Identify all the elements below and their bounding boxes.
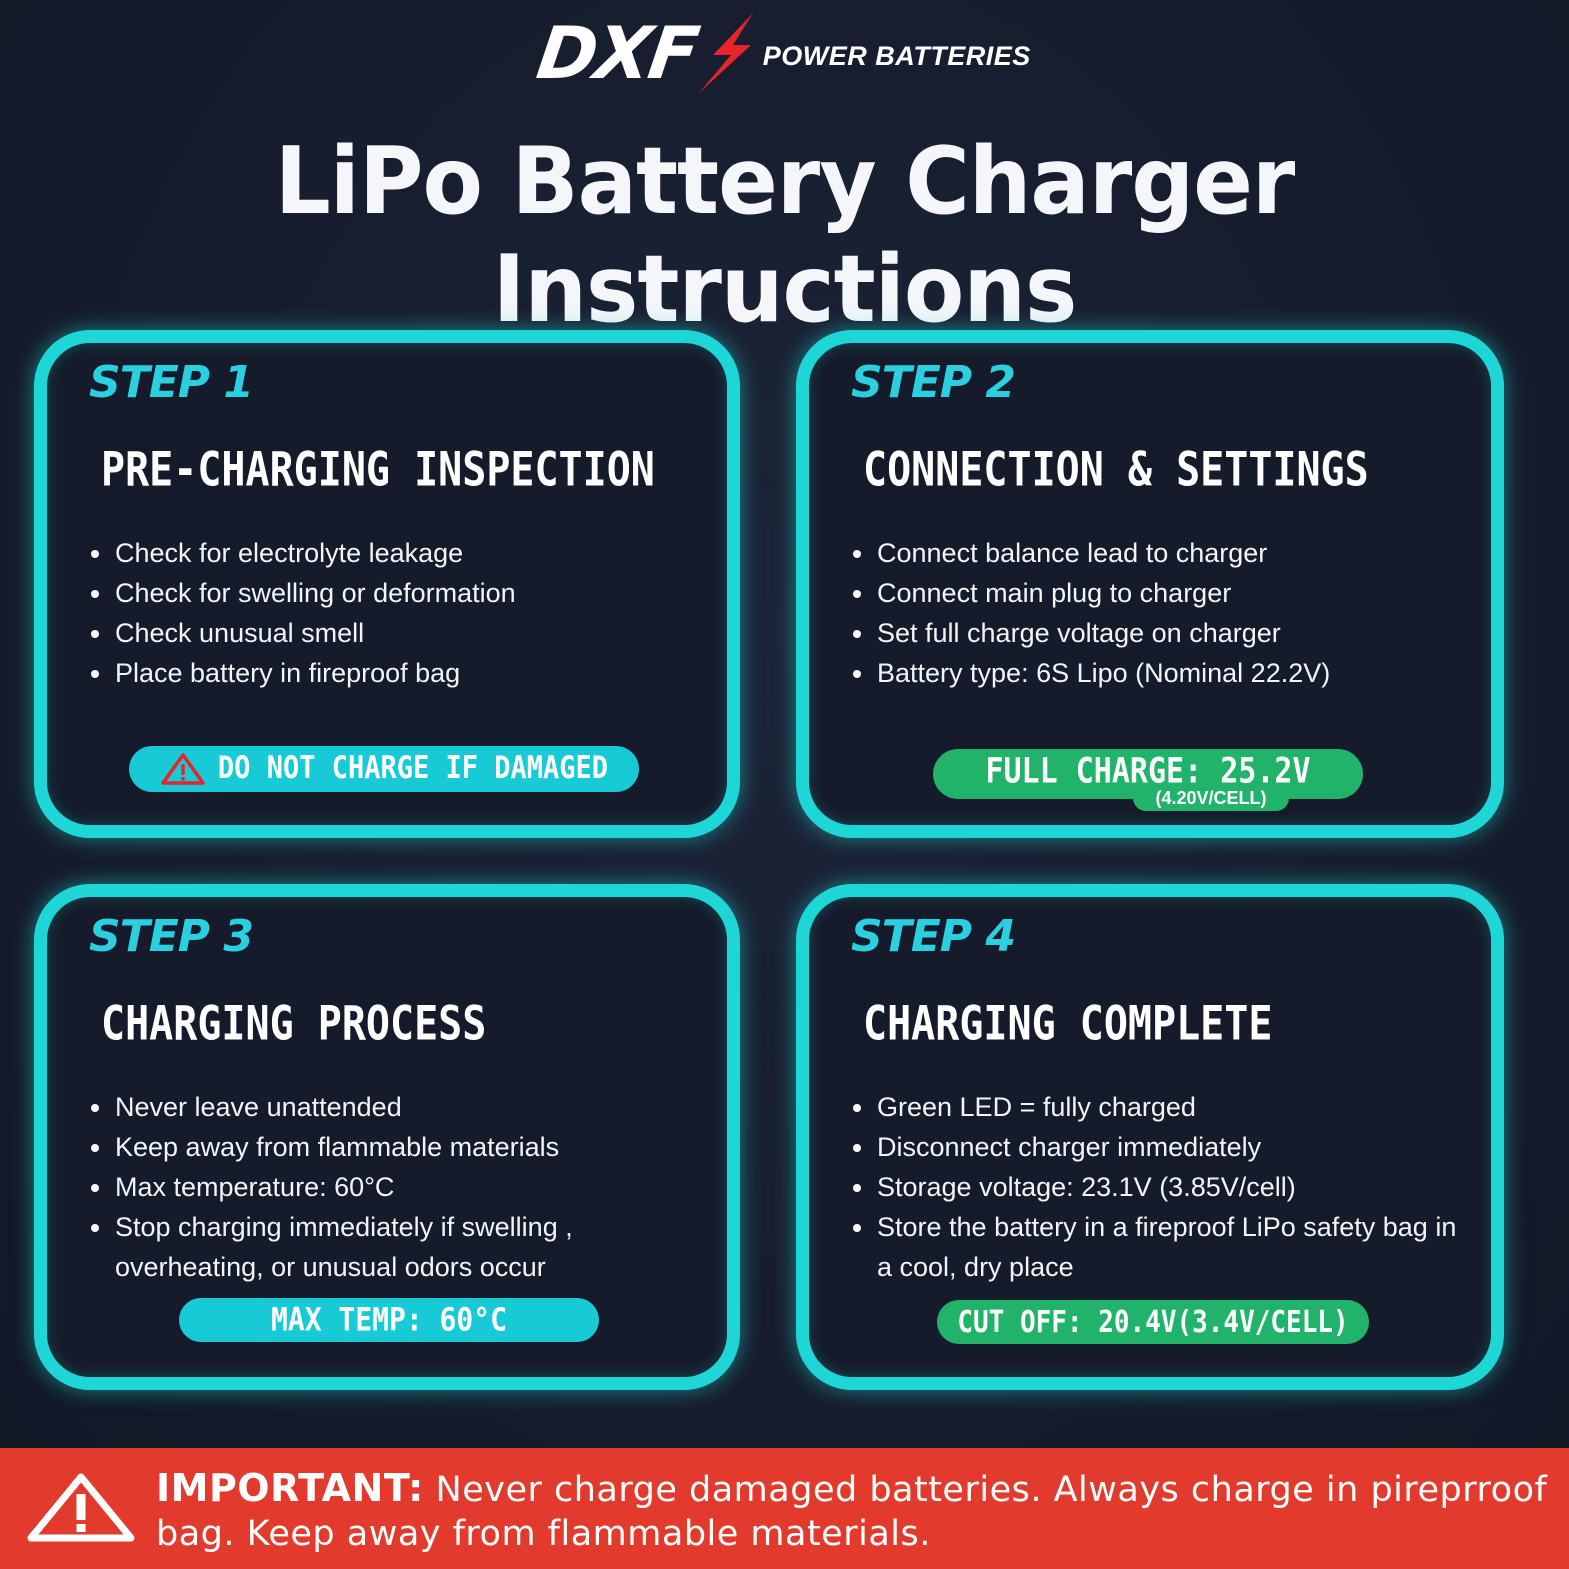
brand-logo: DXF POWER BATTERIES: [0, 8, 1569, 98]
list-item: Connect balance lead to charger: [851, 533, 1330, 573]
list-item: Battery type: 6S Lipo (Nominal 22.2V): [851, 653, 1330, 693]
logo-wordmark: DXF: [532, 11, 703, 95]
full-charge-badge: FULL CHARGE: 25.2V (4.20V/CELL): [933, 749, 1363, 811]
list-item: Check unusual smell: [89, 613, 516, 653]
bullet-list: Never leave unattended Keep away from fl…: [89, 1087, 689, 1287]
list-item: Max temperature: 60°C: [89, 1167, 689, 1207]
step-card-2: STEP 2 CONNECTION & SETTINGS Connect bal…: [796, 330, 1504, 838]
damage-warning-badge: DO NOT CHARGE IF DAMAGED: [129, 746, 639, 792]
list-item: Store the battery in a fireproof LiPo sa…: [851, 1207, 1471, 1287]
list-item: Keep away from flammable materials: [89, 1127, 689, 1167]
banner-label: IMPORTANT:: [156, 1466, 424, 1510]
list-item: Place battery in fireproof bag: [89, 653, 516, 693]
list-item: Never leave unattended: [89, 1087, 689, 1127]
step-heading: CHARGING PROCESS: [101, 997, 487, 1052]
warning-triangle-icon: [27, 1473, 135, 1542]
step-heading: CHARGING COMPLETE: [863, 997, 1273, 1052]
step-label: STEP 2: [851, 357, 1016, 408]
banner-message: IMPORTANT: Never charge damaged batterie…: [156, 1466, 1556, 1556]
list-item: Storage voltage: 23.1V (3.85V/cell): [851, 1167, 1471, 1207]
page-title: LiPo Battery Charger Instructions: [274, 126, 1296, 344]
step-heading: CONNECTION & SETTINGS: [863, 443, 1369, 498]
step-heading: PRE-CHARGING INSPECTION: [101, 443, 655, 498]
list-item: Set full charge voltage on charger: [851, 613, 1330, 653]
important-banner: IMPORTANT: Never charge damaged batterie…: [0, 1448, 1569, 1569]
cut-off-badge: CUT OFF: 20.4V(3.4V/CELL): [937, 1300, 1369, 1344]
bullet-list: Green LED = fully charged Disconnect cha…: [851, 1087, 1471, 1287]
badge-subtext: (4.20V/CELL): [1133, 785, 1289, 811]
badge-text: CUT OFF: 20.4V(3.4V/CELL): [957, 1305, 1349, 1341]
badge-text: DO NOT CHARGE IF DAMAGED: [217, 750, 609, 787]
step-label: STEP 4: [851, 911, 1016, 962]
logo-tagline: POWER BATTERIES: [762, 40, 1031, 71]
list-item: Connect main plug to charger: [851, 573, 1330, 613]
list-item: Green LED = fully charged: [851, 1087, 1471, 1127]
list-item: Stop charging immediately if swelling , …: [89, 1207, 689, 1287]
step-card-3: STEP 3 CHARGING PROCESS Never leave unat…: [34, 884, 740, 1390]
bullet-list: Check for electrolyte leakage Check for …: [89, 533, 516, 693]
banner-body: Never charge damaged batteries. Always c…: [156, 1470, 1548, 1554]
step-label: STEP 3: [89, 911, 254, 962]
step-card-4: STEP 4 CHARGING COMPLETE Green LED = ful…: [796, 884, 1504, 1390]
list-item: Check for swelling or deformation: [89, 573, 516, 613]
step-label: STEP 1: [89, 357, 254, 408]
max-temp-badge: MAX TEMP: 60°C: [179, 1298, 599, 1342]
bullet-list: Connect balance lead to charger Connect …: [851, 533, 1330, 693]
list-item: Disconnect charger immediately: [851, 1127, 1471, 1167]
lightning-bolt-icon: [698, 13, 753, 93]
badge-text: FULL CHARGE: 25.2V: [985, 751, 1311, 792]
warning-triangle-icon: [161, 753, 205, 785]
step-card-1: STEP 1 PRE-CHARGING INSPECTION Check for…: [34, 330, 740, 838]
list-item: Check for electrolyte leakage: [89, 533, 516, 573]
badge-text: MAX TEMP: 60°C: [270, 1300, 507, 1339]
